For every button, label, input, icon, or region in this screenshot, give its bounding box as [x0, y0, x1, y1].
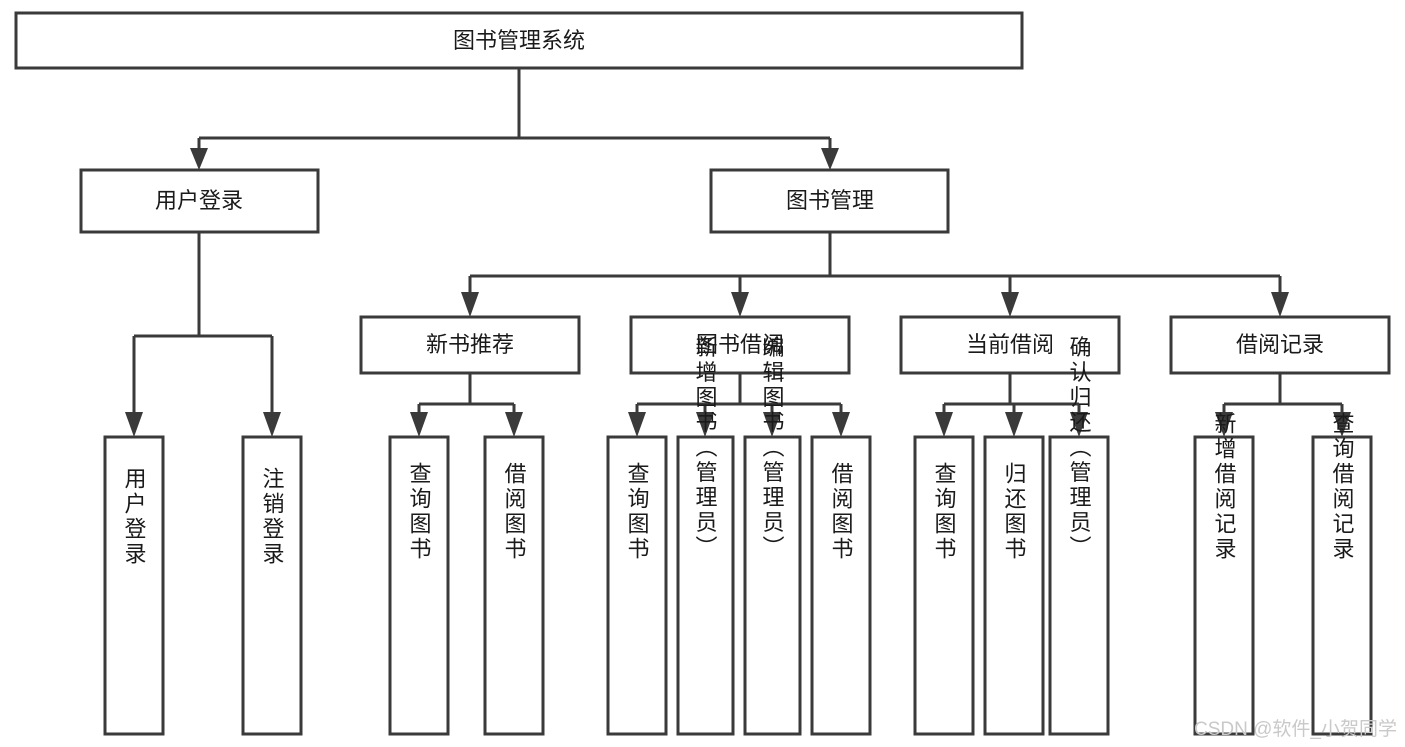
node-new-book-rec-label: 新书推荐 — [426, 332, 514, 357]
node-leaf-query-book-2-label: 查询图书 — [625, 462, 650, 562]
arrow-head-icon — [1333, 412, 1351, 437]
node-leaf-add-record[interactable]: 新增借阅记录 — [1193, 412, 1255, 736]
node-book-borrow-box[interactable] — [629, 315, 851, 375]
node-leaf-query-book-2[interactable]: 查询图书 — [606, 435, 668, 736]
node-title[interactable]: 图书管理系统 — [14, 11, 1024, 70]
node-leaf-borrow-book-1[interactable]: 借阅图书 — [483, 435, 545, 736]
node-leaf-edit-book-label: 编辑图书（管理员） — [760, 336, 785, 561]
node-leaf-user-login-label: 用户登录 — [122, 467, 147, 567]
arrow-head-icon — [1215, 412, 1233, 437]
arrow-head-icon — [832, 412, 850, 437]
arrow-head-icon — [125, 412, 143, 437]
node-leaf-borrow-book-2-box[interactable] — [810, 435, 872, 736]
node-leaf-confirm-return[interactable]: 确认归还（管理员） — [1048, 336, 1110, 736]
connector-group-current-borrow — [935, 373, 1088, 437]
node-book-admin-box[interactable] — [709, 168, 950, 234]
arrow-head-icon — [461, 292, 479, 317]
arrow-head-icon — [935, 412, 953, 437]
node-current-borrow-box[interactable] — [899, 315, 1121, 375]
arrow-head-icon — [1070, 412, 1088, 437]
node-user-login[interactable]: 用户登录 — [79, 168, 320, 234]
node-book-admin[interactable]: 图书管理 — [709, 168, 950, 234]
node-leaf-user-login[interactable]: 用户登录 — [103, 435, 165, 736]
arrow-head-icon — [731, 292, 749, 317]
node-leaf-query-record-label: 查询借阅记录 — [1330, 412, 1355, 562]
arrow-head-icon — [821, 148, 839, 170]
node-current-borrow[interactable]: 当前借阅 — [899, 315, 1121, 375]
node-user-login-label: 用户登录 — [155, 188, 243, 213]
connector-group-book-admin — [461, 232, 1289, 317]
node-leaf-query-book-3-box[interactable] — [913, 435, 975, 736]
node-leaf-query-book-3-label: 查询图书 — [932, 462, 957, 562]
node-leaf-borrow-book-2-label: 借阅图书 — [829, 462, 854, 562]
connector-group-new-book-rec — [410, 373, 523, 437]
node-leaf-return-book-box[interactable] — [983, 435, 1045, 736]
node-leaf-return-book-label: 归还图书 — [1002, 462, 1027, 562]
arrow-head-icon — [628, 412, 646, 437]
node-leaf-add-book[interactable]: 新增图书（管理员） — [676, 336, 735, 736]
arrow-head-icon — [763, 412, 781, 437]
arrow-head-icon — [505, 412, 523, 437]
node-leaf-query-record-box[interactable] — [1311, 435, 1373, 736]
node-title-box[interactable] — [14, 11, 1024, 70]
node-book-borrow[interactable]: 图书借阅 — [629, 315, 851, 375]
node-leaf-add-record-label: 新增借阅记录 — [1212, 412, 1237, 562]
node-new-book-rec[interactable]: 新书推荐 — [359, 315, 581, 375]
arrow-head-icon — [1001, 292, 1019, 317]
node-leaf-borrow-book-1-box[interactable] — [483, 435, 545, 736]
arrow-head-icon — [190, 148, 208, 170]
node-leaf-query-book-1-box[interactable] — [388, 435, 450, 736]
node-leaf-borrow-book-2[interactable]: 借阅图书 — [810, 435, 872, 736]
arrow-head-icon — [1005, 412, 1023, 437]
arrow-head-icon — [263, 412, 281, 437]
node-leaf-confirm-return-label: 确认归还（管理员） — [1067, 336, 1092, 561]
node-leaf-query-book-1[interactable]: 查询图书 — [388, 435, 450, 736]
node-leaf-logout-label: 注销登录 — [260, 467, 285, 567]
node-leaf-confirm-return-box[interactable] — [1048, 435, 1110, 736]
node-borrow-record[interactable]: 借阅记录 — [1169, 315, 1391, 375]
connector-group-user-login — [125, 232, 281, 437]
node-borrow-record-label: 借阅记录 — [1236, 332, 1324, 357]
node-user-login-box[interactable] — [79, 168, 320, 234]
node-title-label: 图书管理系统 — [453, 28, 585, 53]
node-leaf-add-book-box[interactable] — [676, 435, 735, 736]
arrow-head-icon — [410, 412, 428, 437]
node-book-admin-label: 图书管理 — [786, 188, 874, 213]
arrow-head-icon — [1271, 292, 1289, 317]
connector-group-borrow-record — [1215, 373, 1351, 437]
node-leaf-query-book-2-box[interactable] — [606, 435, 668, 736]
node-leaf-edit-book-box[interactable] — [743, 435, 802, 736]
node-new-book-rec-box[interactable] — [359, 315, 581, 375]
node-leaf-edit-book[interactable]: 编辑图书（管理员） — [743, 336, 802, 736]
node-leaf-query-book-3[interactable]: 查询图书 — [913, 435, 975, 736]
node-leaf-add-record-box[interactable] — [1193, 435, 1255, 736]
node-leaf-logout[interactable]: 注销登录 — [241, 435, 303, 736]
node-leaf-borrow-book-1-label: 借阅图书 — [502, 462, 527, 562]
node-borrow-record-box[interactable] — [1169, 315, 1391, 375]
node-leaf-query-record[interactable]: 查询借阅记录 — [1311, 412, 1373, 736]
node-current-borrow-label: 当前借阅 — [966, 332, 1054, 357]
node-leaf-user-login-box[interactable] — [103, 435, 165, 736]
connector-group-book-borrow — [628, 373, 850, 437]
node-leaf-return-book[interactable]: 归还图书 — [983, 435, 1045, 736]
node-book-borrow-label: 图书借阅 — [696, 332, 784, 357]
node-leaf-logout-box[interactable] — [241, 435, 303, 736]
connector-group-root — [190, 68, 839, 170]
node-leaf-add-book-label: 新增图书（管理员） — [693, 336, 718, 561]
node-leaf-query-book-1-label: 查询图书 — [407, 462, 432, 562]
arrow-head-icon — [696, 412, 714, 437]
